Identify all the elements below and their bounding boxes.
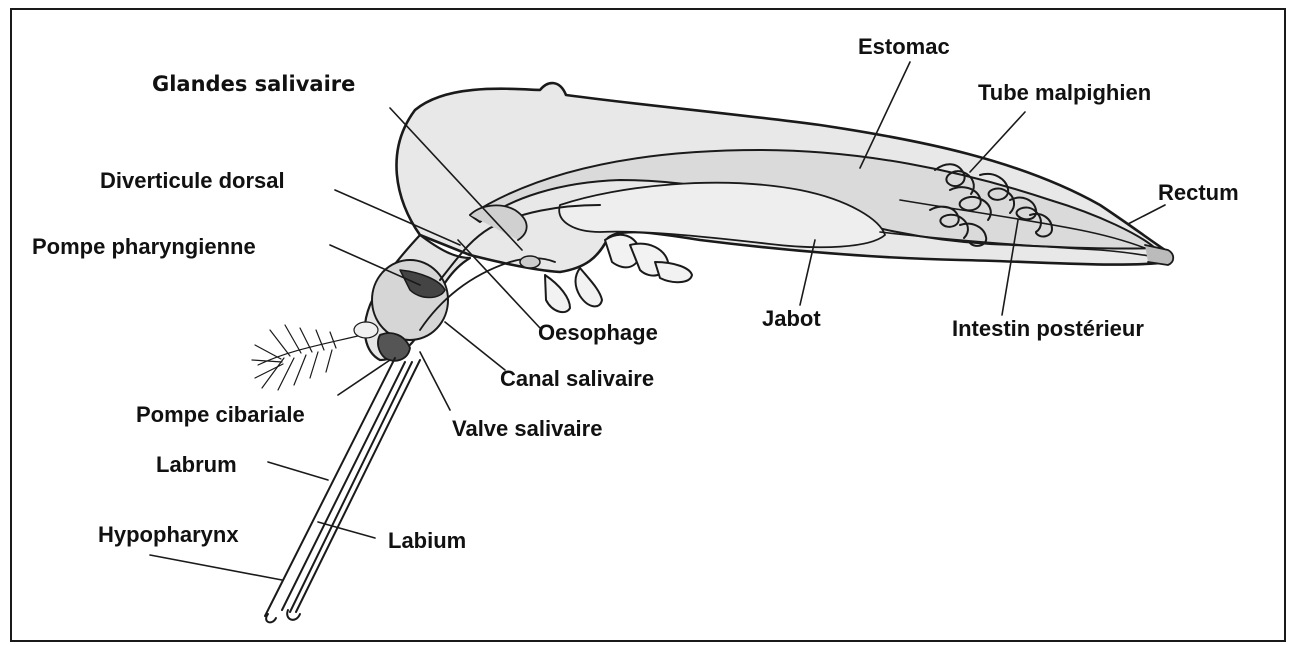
leader-valve-salivaire xyxy=(420,352,450,410)
label-valve-salivaire: Valve salivaire xyxy=(452,418,602,440)
label-canal-salivaire: Canal salivaire xyxy=(500,368,654,390)
label-tube-malpighien: Tube malpighien xyxy=(978,82,1151,104)
labium-shape xyxy=(296,360,420,612)
label-pompe-cibariale: Pompe cibariale xyxy=(136,404,305,426)
rectum-tip xyxy=(1145,245,1173,265)
leader-labrum xyxy=(268,462,328,480)
antenna xyxy=(252,322,378,390)
label-hypopharynx: Hypopharynx xyxy=(98,524,239,546)
leader-rectum xyxy=(1128,205,1165,224)
leader-pompe-cibariale xyxy=(338,360,390,395)
label-estomac: Estomac xyxy=(858,36,950,58)
proboscis xyxy=(265,358,420,622)
label-pompe-pharyngienne: Pompe pharyngienne xyxy=(32,236,256,258)
glandes-salivaire-lobe xyxy=(520,256,540,268)
leader-canal-salivaire xyxy=(445,322,505,370)
label-intestin-posterieur: Intestin postérieur xyxy=(952,318,1144,340)
label-rectum: Rectum xyxy=(1158,182,1239,204)
labrum-shape xyxy=(265,358,395,616)
leader-hypopharynx xyxy=(150,555,282,580)
label-jabot: Jabot xyxy=(762,308,821,330)
label-oesophage: Oesophage xyxy=(538,322,658,344)
label-labrum: Labrum xyxy=(156,454,237,476)
label-glandes-salivaire: Glandes salivaire xyxy=(152,74,355,95)
label-labium: Labium xyxy=(388,530,466,552)
label-diverticule-dorsal: Diverticule dorsal xyxy=(100,170,285,192)
